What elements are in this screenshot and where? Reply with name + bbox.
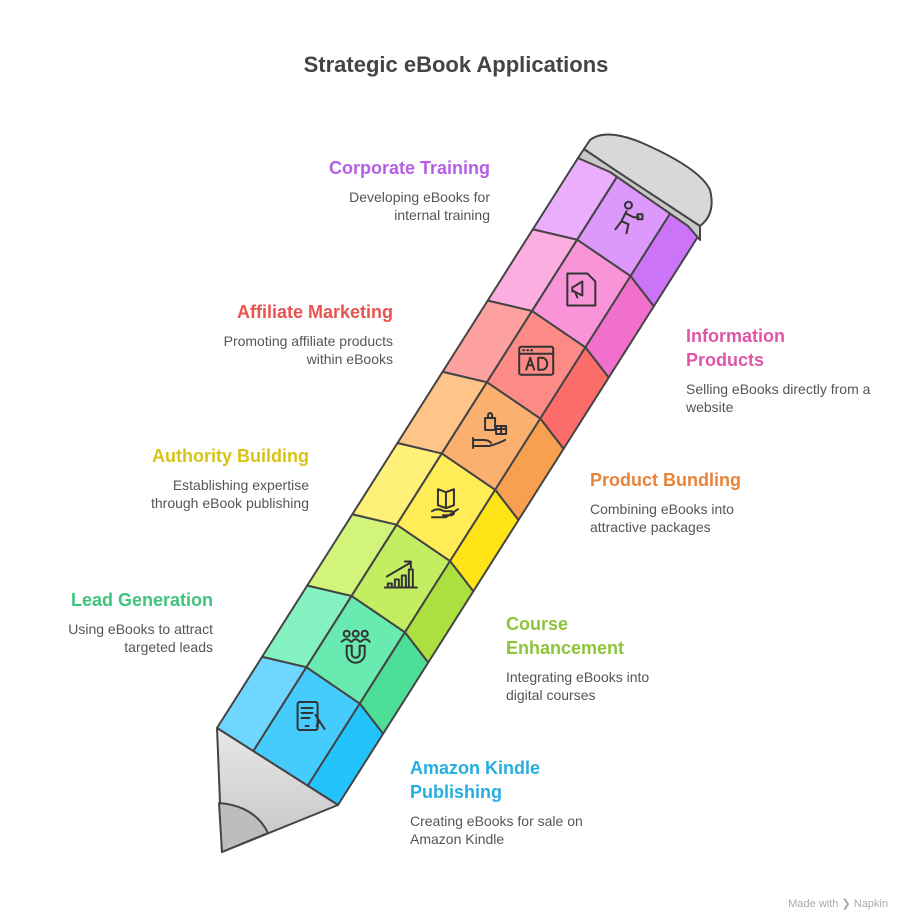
label-desc: Integrating eBooks into digital courses: [506, 669, 650, 703]
label-title: Course Enhancement: [506, 614, 625, 658]
label-desc: Using eBooks to attract targeted leads: [68, 621, 213, 655]
person-training-icon: [614, 200, 644, 235]
book-hand-icon: [430, 488, 459, 519]
ereader-icon: [296, 700, 326, 731]
label-information-products: Information Products Selling eBooks dire…: [686, 324, 870, 416]
label-corporate-training: Corporate Training Developing eBooks for…: [190, 156, 490, 224]
label-desc: Creating eBooks for sale on Amazon Kindl…: [410, 813, 583, 847]
megaphone-icon: [566, 272, 597, 307]
label-title: Product Bundling: [590, 470, 741, 490]
napkin-logo-icon: ❯: [841, 898, 851, 910]
label-title: Affiliate Marketing: [236, 302, 393, 322]
label-desc: Combining eBooks into attractive package…: [590, 501, 734, 535]
label-lead-generation: Lead Generation Using eBooks to attract …: [0, 588, 213, 656]
diagram-title: Strategic eBook Applications: [303, 52, 609, 77]
label-product-bundling: Product Bundling Combining eBooks into a…: [590, 468, 790, 536]
footer-brand: Napkin: [853, 898, 888, 910]
label-desc: Selling eBooks directly from a website: [686, 381, 871, 415]
ad-icon: [518, 345, 555, 376]
magnet-people-icon: [340, 629, 371, 664]
label-desc: Establishing expertise through eBook pub…: [150, 477, 309, 511]
footer-text: Made with: [788, 898, 839, 910]
label-title: Amazon Kindle Publishing: [410, 758, 541, 802]
pencil-eraser: [583, 133, 713, 227]
label-desc: Developing eBooks for internal training: [349, 189, 490, 223]
label-affiliate-marketing: Affiliate Marketing Promoting affiliate …: [93, 300, 393, 368]
label-title: Information Products: [686, 326, 785, 370]
made-with-napkin[interactable]: Made with ❯ Napkin: [788, 897, 888, 910]
growth-chart-icon: [383, 560, 418, 589]
label-desc: Promoting affiliate products within eBoo…: [223, 333, 393, 367]
label-amazon-kindle-publishing: Amazon Kindle Publishing Creating eBooks…: [410, 756, 610, 848]
label-course-enhancement: Course Enhancement Integrating eBooks in…: [506, 612, 676, 704]
label-title: Corporate Training: [328, 158, 490, 178]
label-authority-building: Authority Building Establishing expertis…: [9, 444, 309, 512]
pencil-graphite: [218, 802, 269, 853]
label-title: Authority Building: [152, 446, 309, 466]
bundle-hand-icon: [472, 412, 508, 449]
label-title: Lead Generation: [70, 590, 213, 610]
